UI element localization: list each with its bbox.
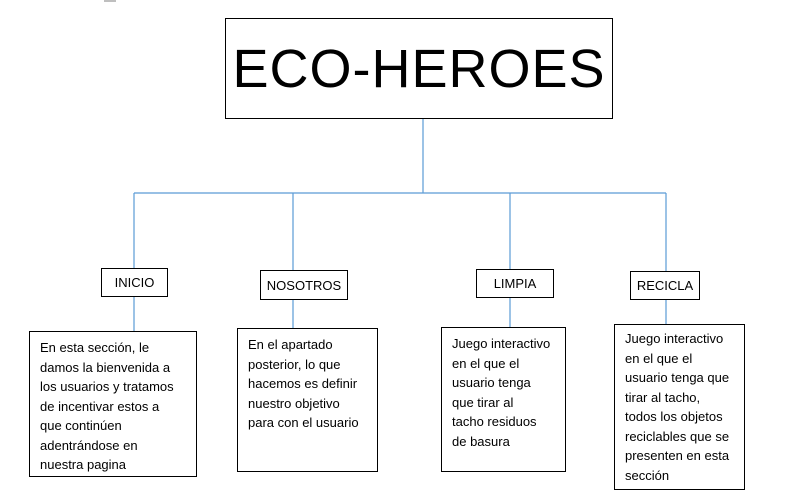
description-line: en el que el: [625, 350, 693, 366]
description-line: que continúen: [40, 418, 122, 433]
description-line: nuestro objetivo: [248, 395, 340, 411]
description-line: para con el usuario: [248, 415, 359, 430]
description-line: usuario tenga que: [625, 370, 730, 385]
description-line: los usuarios y tratamos: [40, 379, 174, 394]
description-line: damos la bienvenida a: [40, 359, 171, 375]
description-line: todos los objetos: [625, 409, 723, 424]
section-description-box-inicio: En esta sección, le damos la bienvenida …: [29, 331, 197, 477]
section-label-nosotros: NOSOTROS: [266, 277, 342, 293]
diagram-title: ECO-HEROES: [232, 38, 606, 99]
description-line: tacho residuos: [452, 414, 537, 429]
section-label-box-inicio: INICIO: [101, 268, 168, 297]
title-box: ECO-HEROES: [225, 18, 613, 119]
description-line: adentrándose en: [40, 437, 138, 453]
section-description-box-limpia: Juego interactivo en el que el usuario t…: [441, 327, 566, 472]
description-line: posterior, lo que: [248, 356, 341, 372]
section-description-box-nosotros: En el apartado posterior, lo que hacemos…: [237, 328, 378, 472]
section-label-box-recicla: RECICLA: [630, 271, 700, 300]
section-label-inicio: INICIO: [114, 275, 155, 290]
description-line: usuario tenga: [452, 375, 531, 390]
description-line: tirar al tacho,: [625, 389, 701, 405]
description-line: Juego interactivo: [625, 331, 724, 346]
description-line: en el que el: [452, 355, 520, 371]
description-line: presenten en esta: [625, 448, 730, 463]
description-line: hacemos es definir: [248, 376, 358, 391]
description-line: de incentivar estos a: [40, 398, 160, 414]
description-line: de basura: [452, 433, 510, 449]
section-label-limpia: LIMPIA: [493, 276, 537, 291]
section-label-box-limpia: LIMPIA: [476, 269, 554, 298]
description-line: En esta sección, le: [40, 340, 150, 355]
decorative-mark: [104, 0, 116, 2]
section-label-box-nosotros: NOSOTROS: [260, 270, 348, 300]
description-line: nuestra pagina: [40, 457, 127, 472]
description-line: En el apartado: [248, 337, 333, 352]
description-line: Juego interactivo: [452, 336, 551, 351]
description-line: reciclables que se: [625, 428, 730, 444]
section-description-box-recicla: Juego interactivo en el que el usuario t…: [614, 324, 745, 490]
description-line: sección: [625, 467, 670, 483]
description-line: que tirar al: [452, 394, 514, 410]
section-label-recicla: RECICLA: [636, 278, 694, 293]
